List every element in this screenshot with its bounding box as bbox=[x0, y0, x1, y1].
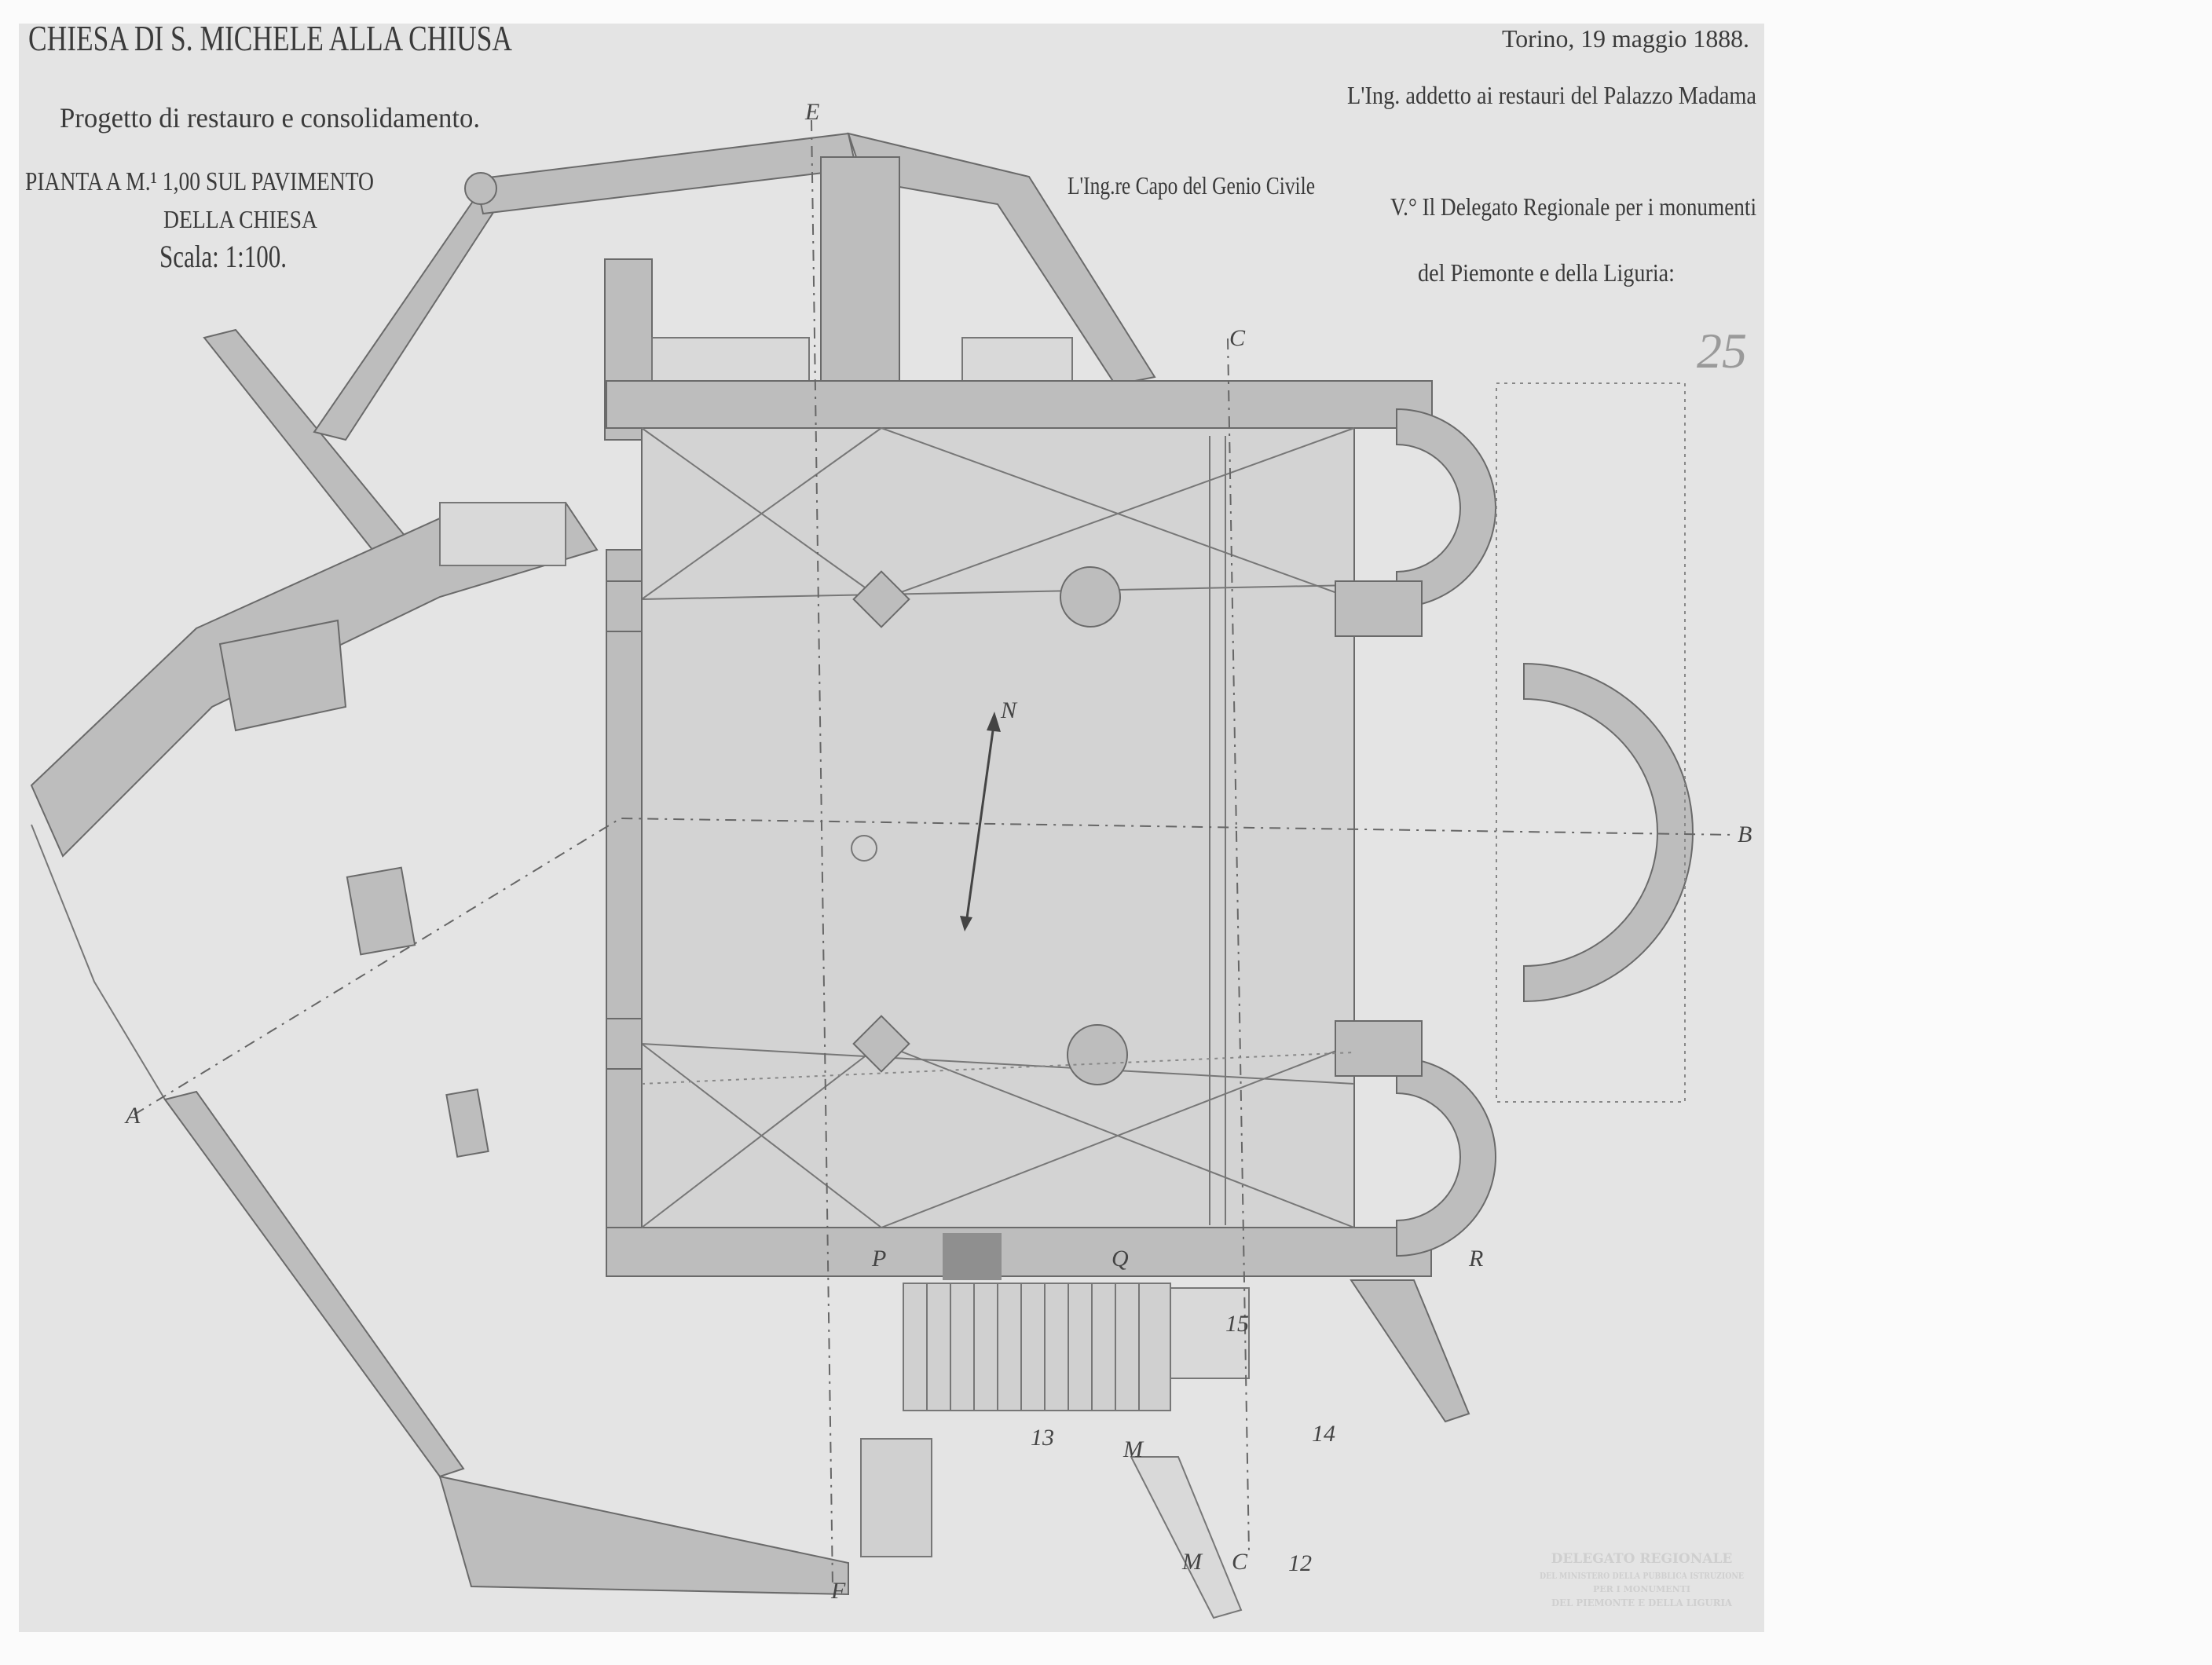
label-r: R bbox=[1468, 1246, 1483, 1272]
scale-label: Scala: 1:100. bbox=[159, 239, 287, 274]
stamp-line: PER I MONUMENTI bbox=[1593, 1584, 1690, 1594]
section-line-a-b bbox=[134, 817, 1736, 1115]
south-wall-nave bbox=[606, 1227, 1432, 1277]
section-line-e-f bbox=[811, 119, 833, 1587]
reference-line bbox=[641, 1052, 1355, 1085]
sheet-number: 25 bbox=[1697, 323, 1747, 379]
nave bbox=[641, 423, 1355, 1228]
label-m1: M bbox=[1122, 1436, 1144, 1462]
west-wall-nave bbox=[606, 549, 643, 1242]
stamp-line: DEL PIEMONTE E DELLA LIGURIA bbox=[1551, 1597, 1733, 1608]
label-a: A bbox=[124, 1103, 141, 1129]
section-line-c bbox=[1227, 338, 1250, 1553]
plan-labels: A B C E F N P Q R 15 13 14 12 M M C bbox=[124, 99, 1752, 1604]
south-annex bbox=[860, 1279, 1470, 1619]
signature-delegato-line2: del Piemonte e della Liguria: bbox=[1418, 258, 1675, 287]
label-north: N bbox=[1000, 697, 1018, 723]
stair-west bbox=[439, 502, 566, 566]
plan-caption-line1: PIANTA A M.¹ 1,00 SUL PAVIMENTO bbox=[25, 167, 374, 196]
pier-block bbox=[445, 1088, 489, 1158]
official-stamp: DELEGATO REGIONALE DEL MINISTERO DELLA P… bbox=[1540, 1551, 1744, 1608]
label-f: F bbox=[830, 1578, 846, 1604]
label-c-top: C bbox=[1229, 325, 1246, 351]
label-q: Q bbox=[1111, 1246, 1129, 1272]
vault-ribs bbox=[641, 427, 1355, 1228]
signature-genio-civile: L'Ing.re Capo del Genio Civile bbox=[1068, 171, 1315, 199]
label-b: B bbox=[1738, 822, 1752, 847]
drawing-subtitle: Progetto di restauro e consolidamento. bbox=[60, 102, 480, 134]
signature-delegato-line1: V.° Il Delegato Regionale per i monument… bbox=[1390, 192, 1756, 221]
stamp-line: DEL MINISTERO DELLA PUBBLICA ISTRUZIONE bbox=[1540, 1571, 1744, 1581]
dark-block bbox=[943, 1233, 1002, 1280]
signature-engineer-palazzo-madama: L'Ing. addetto ai restauri del Palazzo M… bbox=[1347, 81, 1756, 109]
label-room-13: 13 bbox=[1031, 1425, 1054, 1451]
north-arrow-icon bbox=[960, 712, 1001, 931]
octagonal-pier bbox=[464, 172, 497, 205]
room-block-west bbox=[218, 619, 347, 732]
pier-block bbox=[346, 866, 416, 956]
bottom-wall bbox=[438, 1475, 849, 1596]
date-place: Torino, 19 maggio 1888. bbox=[1502, 24, 1749, 53]
wall-west-wing bbox=[30, 501, 599, 858]
room-north bbox=[651, 337, 810, 386]
drawing-title: CHIESA DI S. MICHELE ALLA CHIUSA bbox=[28, 18, 512, 58]
label-e: E bbox=[804, 99, 819, 125]
plan-caption-line2: DELLA CHIESA bbox=[163, 205, 317, 233]
north-wall-nave bbox=[606, 380, 1433, 429]
floor-plan bbox=[30, 119, 1736, 1619]
diagonal-wall-left bbox=[163, 1090, 465, 1478]
stamp-line: DELEGATO REGIONALE bbox=[1551, 1551, 1733, 1567]
label-m2: M bbox=[1181, 1549, 1203, 1575]
label-c-bottom: C bbox=[1232, 1549, 1248, 1575]
apses bbox=[1335, 382, 1694, 1257]
pillars bbox=[606, 566, 1128, 1085]
label-p: P bbox=[871, 1246, 886, 1272]
label-room-15: 15 bbox=[1225, 1311, 1249, 1337]
label-room-12: 12 bbox=[1288, 1550, 1312, 1576]
label-room-14: 14 bbox=[1312, 1421, 1335, 1447]
